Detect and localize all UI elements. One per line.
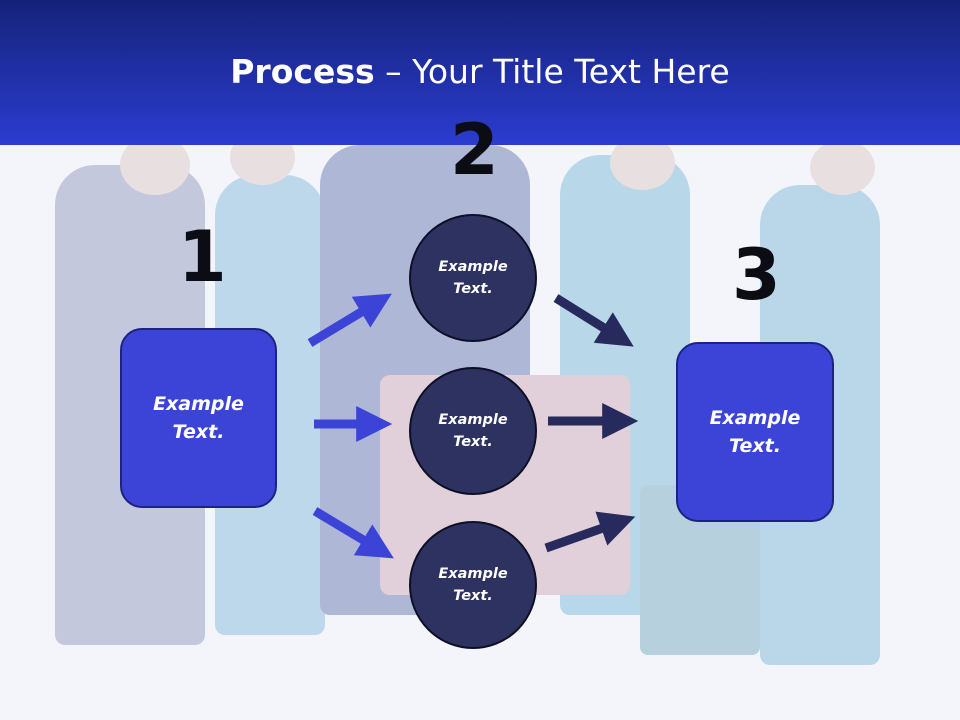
left-box-line2: Text. — [173, 421, 225, 443]
arrow-to-circle-3 — [315, 511, 380, 550]
step-number-2: 2 — [450, 115, 499, 185]
arrow-from-circle-1 — [556, 298, 620, 338]
arrow-from-circle-3 — [546, 522, 620, 548]
circle-3-line2: Text. — [453, 588, 493, 604]
right-box-line1: Example — [710, 407, 801, 429]
circle-2-line1: Example — [438, 412, 507, 428]
circle-1-line1: Example — [438, 259, 507, 275]
step-number-1: 1 — [178, 222, 227, 292]
circle-2-line2: Text. — [453, 434, 493, 450]
step-number-3: 3 — [732, 240, 781, 310]
circle-1-line2: Text. — [453, 281, 493, 297]
circle-3-line1: Example — [438, 566, 507, 582]
left-box-line1: Example — [153, 393, 244, 415]
arrow-to-circle-1 — [310, 302, 378, 343]
right-box-line2: Text. — [729, 435, 781, 457]
